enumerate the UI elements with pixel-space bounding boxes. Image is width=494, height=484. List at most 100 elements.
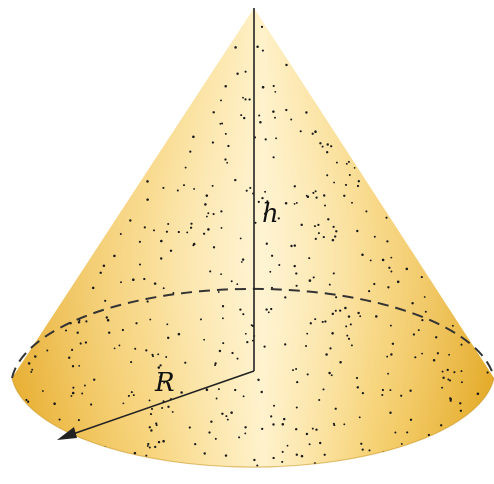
stipple-dot [261,196,264,200]
stipple-dot [160,239,163,243]
stipple-dot [244,332,247,335]
stipple-dot [71,348,74,351]
stipple-dot [119,233,122,235]
stipple-dot [357,180,360,183]
stipple-dot [161,407,164,409]
stipple-dot [132,394,135,397]
stipple-dot [334,407,337,410]
stipple-dot [183,184,185,187]
stipple-dot [315,428,318,431]
stipple-dot [331,332,334,335]
stipple-dot [324,320,327,323]
stipple-dot [207,228,210,231]
stipple-dot [138,240,141,243]
stipple-dot [373,235,376,238]
stipple-dot [293,185,296,188]
stipple-dot [253,458,256,462]
stipple-dot [356,184,360,188]
stipple-dot [224,454,228,457]
stipple-dot [209,270,212,273]
stipple-dot [328,371,331,375]
stipple-dot [221,305,225,308]
stipple-dot [293,244,297,247]
stipple-dot [230,411,233,414]
stipple-dot [155,422,158,425]
stipple-dot [331,238,335,242]
stipple-dot [64,329,68,332]
stipple-dot [91,286,95,290]
stipple-dot [360,442,363,445]
stipple-dot [319,142,322,145]
stipple-dot [386,355,389,358]
stipple-dot [157,366,161,369]
stipple-dot [447,378,450,381]
stipple-dot [220,226,223,229]
stipple-dot [424,310,427,313]
stipple-dot [344,306,347,310]
stipple-dot [265,308,268,311]
stipple-dot [113,254,116,258]
stipple-dot [150,407,154,410]
stipple-dot [180,391,183,394]
stipple-dot [245,189,248,192]
stipple-dot [205,194,209,197]
stipple-dot [27,362,31,365]
stipple-dot [263,212,266,215]
stipple-dot [190,222,193,225]
stipple-dot [335,296,338,299]
stipple-dot [421,318,424,322]
height-label: h [262,199,279,229]
stipple-dot [381,393,384,397]
stipple-dot [476,392,480,396]
stipple-dot [391,342,395,346]
stipple-dot [350,344,353,347]
stipple-dot [326,151,329,154]
stipple-dot [440,424,443,427]
stipple-dot [212,111,215,114]
stipple-dot [388,266,391,269]
stipple-dot [414,356,417,359]
stipple-dot [284,201,288,205]
stipple-dot [359,315,362,318]
stipple-dot [345,162,348,165]
stipple-dot [409,418,413,421]
radius-arrowhead [57,427,77,440]
stipple-dot [192,135,195,139]
stipple-dot [329,347,332,350]
stipple-dot [300,454,304,458]
stipple-dot [344,183,348,186]
stipple-dot [295,453,298,456]
stipple-dot [442,376,445,380]
stipple-dot [71,365,75,368]
stipple-dot [134,347,137,350]
stipple-dot [309,322,312,325]
stipple-dot [284,296,287,299]
stipple-dot [351,201,353,204]
stipple-dot [373,282,376,286]
stipple-dot [99,271,102,275]
stipple-dot [130,391,133,394]
stipple-dot [272,156,275,159]
stipple-dot [295,406,298,409]
stipple-dot [394,431,397,434]
stipple-dot [308,279,312,282]
stipple-dot [151,353,154,356]
stipple-dot [225,415,228,418]
stipple-dot [390,270,393,273]
stipple-dot [83,384,86,387]
stipple-dot [169,249,173,253]
stipple-dot [67,356,71,359]
stipple-dot [386,240,389,243]
stipple-dot [272,84,275,88]
stipple-dot [459,402,462,405]
stipple-dot [459,409,463,412]
stipple-dot [313,225,317,228]
stipple-dot [317,232,320,235]
stipple-dot [306,373,309,376]
stipple-dot [305,432,309,436]
stipple-dot [266,200,269,203]
stipple-dot [260,390,263,394]
stipple-dot [149,413,153,416]
stipple-dot [104,299,107,302]
stipple-dot [335,161,338,164]
